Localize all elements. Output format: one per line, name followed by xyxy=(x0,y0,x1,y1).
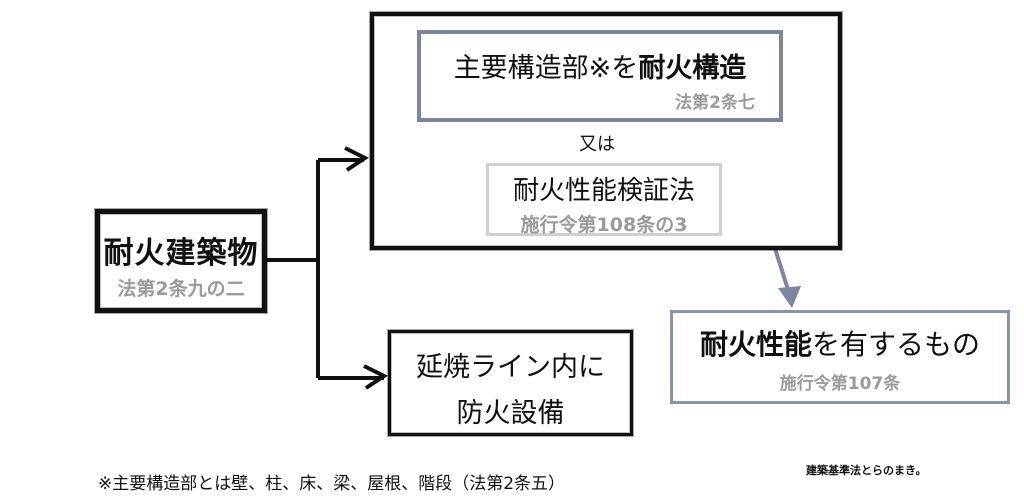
fireproof-building-box: 耐火建築物 法第2条九の二 xyxy=(95,209,267,313)
verification-method-ref: 施行令第108条の3 xyxy=(520,214,688,236)
fire-equipment-box: 延焼ライン内に 防火設備 xyxy=(388,330,633,436)
structure-text-bold: 耐火構造 xyxy=(638,53,747,84)
fireproof-building-ref: 法第2条九の二 xyxy=(117,278,245,300)
arrow-head-result xyxy=(778,286,801,308)
result-text: 耐火性能を有するもの xyxy=(673,323,1007,363)
fireproof-structure-box: 主要構造部※を耐火構造 法第2条七 xyxy=(417,30,783,122)
fireproof-building-title: 耐火建築物 xyxy=(103,236,259,271)
structure-text-plain: 主要構造部※を xyxy=(453,53,639,84)
result-text-bold: 耐火性能 xyxy=(699,328,812,361)
fire-equipment-line2: 防火設備 xyxy=(456,398,565,429)
arrow-head-bottom xyxy=(363,364,388,390)
footnote: ※主要構造部とは壁、柱、床、梁、屋根、階段（法第2条五） xyxy=(98,474,566,494)
result-ref: 施行令第107条 xyxy=(779,374,901,394)
fire-equipment-line1: 延焼ライン内に xyxy=(416,352,605,383)
verification-method-text: 耐火性能検証法 xyxy=(512,176,695,206)
fireproof-structure-text: 主要構造部※を耐火構造 xyxy=(421,46,779,85)
arrow-head-top xyxy=(344,146,369,172)
fire-performance-result-box: 耐火性能を有するもの 施行令第107条 xyxy=(670,310,1010,404)
fireproof-structure-ref: 法第2条七 xyxy=(675,93,755,113)
credit: 建築基準法とらのまき。 xyxy=(806,464,927,477)
or-label: 又は xyxy=(579,134,615,155)
result-text-plain: を有するもの xyxy=(812,328,981,361)
fire-performance-verification-box: 耐火性能検証法 施行令第108条の3 xyxy=(486,163,722,236)
